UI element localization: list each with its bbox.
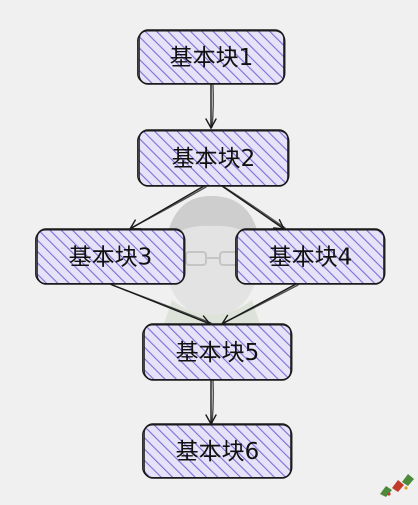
corner-ribbon-mark — [380, 474, 414, 497]
node-box — [36, 228, 185, 285]
node-label: 基本块3 — [69, 245, 153, 271]
edge-n2-to-n4 — [221, 185, 286, 230]
node-n4: 基本块4 — [235, 228, 386, 285]
node-box-sketch — [235, 229, 386, 284]
node-box — [143, 423, 292, 479]
edge-n5-to-n6 — [205, 379, 217, 426]
node-n2: 基本块2 — [137, 129, 290, 187]
node-n6: 基本块6 — [142, 423, 293, 479]
edge-n4-to-n5 — [220, 283, 299, 325]
node-n5: 基本块5 — [142, 323, 293, 381]
node-n1: 基本块1 — [137, 29, 286, 85]
node-box-sketch — [142, 424, 293, 478]
node-label: 基本块4 — [269, 245, 353, 271]
edge-n3-to-n5 — [109, 283, 212, 326]
watermark-avatar — [162, 195, 262, 330]
node-box — [138, 29, 285, 85]
node-n3: 基本块3 — [35, 228, 186, 285]
edge-n1-to-n2 — [205, 83, 217, 130]
node-box — [143, 323, 292, 381]
node-label: 基本块1 — [170, 45, 254, 71]
node-label: 基本块6 — [176, 439, 260, 465]
node-box-sketch — [35, 229, 186, 284]
node-box — [236, 228, 385, 285]
nodes-layer: 基本块1 基本块2 基本块3 基本块4 基本块5 基本块6 — [35, 29, 386, 479]
node-box-sketch — [137, 130, 290, 186]
edges-layer — [109, 83, 299, 426]
edge-n2-to-n3 — [128, 185, 207, 230]
node-box-sketch — [142, 324, 293, 380]
node-label: 基本块2 — [172, 146, 256, 172]
node-label: 基本块5 — [176, 340, 260, 366]
node-box-sketch — [137, 30, 286, 84]
node-box — [138, 129, 289, 187]
